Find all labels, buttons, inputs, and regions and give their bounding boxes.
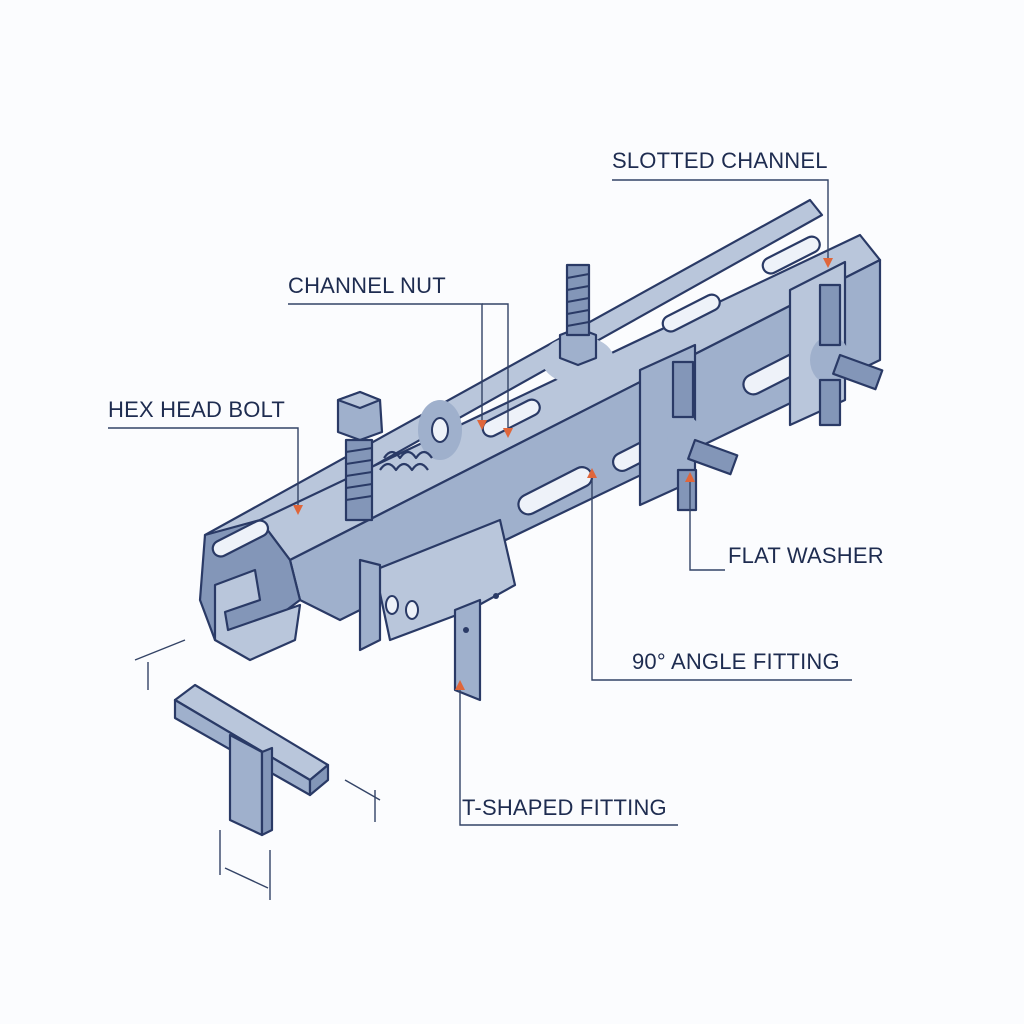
end-bracket (638, 260, 884, 512)
label-angle-fitting: 90° ANGLE FITTING (632, 649, 840, 674)
angle-fitting (358, 518, 517, 702)
label-t-shaped-fitting: T-SHAPED FITTING (462, 795, 667, 820)
hex-head-bolt (336, 390, 384, 522)
vertical-bolt (542, 263, 614, 384)
channel-nut (379, 400, 462, 472)
label-flat-washer: FLAT WASHER (728, 543, 884, 568)
label-channel-nut: CHANNEL NUT (288, 273, 446, 298)
leader-arrows (293, 258, 833, 690)
slotted-channel (198, 198, 882, 662)
t-shaped-fitting (173, 683, 330, 837)
dimension-marks (134, 639, 381, 900)
label-hex-head-bolt: HEX HEAD BOLT (108, 397, 286, 422)
leader-lines (108, 179, 852, 826)
label-slotted-channel: SLOTTED CHANNEL (612, 148, 828, 173)
